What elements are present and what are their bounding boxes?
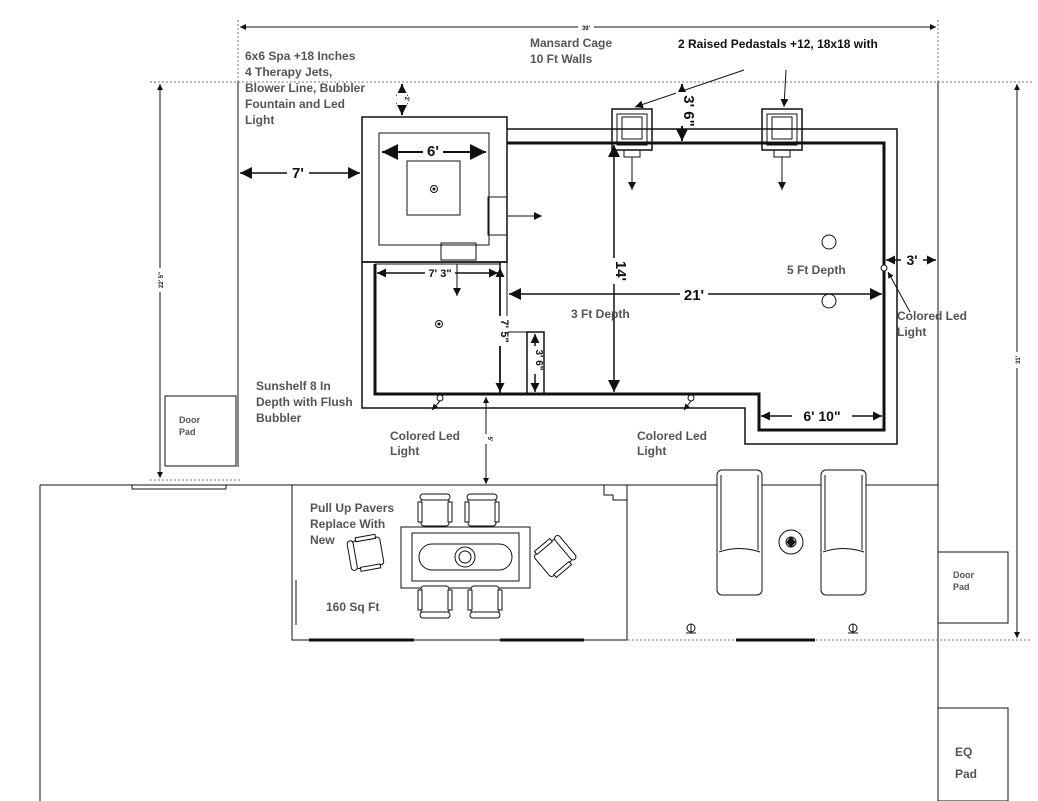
depth-5-label: 5 Ft Depth	[787, 263, 846, 277]
spa-setback-dimension: 7'	[240, 163, 360, 182]
door-pad-right-line1: Door	[953, 570, 974, 580]
step-length-label: 3' 6"	[533, 349, 544, 370]
right-height-label: 31'	[1016, 355, 1022, 364]
door-pad-left-line1: Door	[179, 415, 200, 425]
side-table	[778, 529, 804, 555]
pedestal-gap-dimension: 3' 6"	[676, 84, 700, 141]
led-right-leader	[887, 271, 911, 313]
led-right-label-line2: Light	[897, 325, 926, 339]
led-left-leader	[431, 400, 441, 411]
pavers-label-line2: Replace With	[310, 517, 385, 531]
chair-bottom-left	[417, 585, 453, 619]
sunshelf-length-label: 7' 5"	[498, 319, 510, 342]
patio-gap-label: 5'	[486, 437, 492, 442]
right-setback-label: 3'	[906, 252, 917, 268]
sunshelf-label-line2: Depth with Flush	[256, 395, 353, 409]
left-height-dimension: 22' 5"	[155, 84, 165, 478]
led-mid-label: Colored Led Light	[637, 429, 707, 458]
notch-width-label: 6' 10"	[803, 408, 840, 424]
door-pad-right: Door Pad	[937, 551, 1009, 624]
eq-pad-line1: EQ	[955, 745, 972, 759]
left-height-label: 22' 5"	[159, 272, 165, 288]
cage-label-line1: Mansard Cage	[530, 36, 612, 50]
chair-top-left	[417, 493, 453, 527]
door-pad-left-line2: Pad	[179, 427, 196, 437]
sunshelf-width-label: 7' 3"	[428, 268, 451, 280]
led-left-label-line1: Colored Led	[390, 429, 460, 443]
led-left-label: Colored Led Light	[390, 429, 460, 458]
led-right-label: Colored Led Light	[897, 309, 967, 339]
spa-top-gap-label: 2'	[403, 97, 409, 102]
spa-label-line1: 6x6 Spa +18 Inches	[245, 49, 356, 63]
spa	[361, 116, 542, 263]
right-height-dimension: 31'	[1012, 84, 1022, 638]
eq-pad-line2: Pad	[955, 767, 977, 781]
sunshelf-width-dimension: 7' 3"	[377, 266, 498, 280]
eq-pad: EQ Pad	[937, 707, 1009, 801]
pedestal-gap-label: 3' 6"	[680, 95, 697, 127]
spa-label-line3: Blower Line, Bubbler	[245, 81, 365, 95]
spa-label: 6x6 Spa +18 Inches 4 Therapy Jets, Blowe…	[245, 49, 365, 127]
spa-label-line4: Fountain and Led	[245, 97, 345, 111]
sunshelf-label: Sunshelf 8 In Depth with Flush Bubbler	[256, 379, 353, 425]
overall-width-dimension: 39'	[240, 23, 936, 32]
step-length-dimension: 3' 6"	[528, 334, 544, 392]
pavers-label: Pull Up Pavers Replace With New	[310, 501, 394, 547]
pool-width-dimension: 14'	[606, 145, 629, 392]
led-right-label-line1: Colored Led	[897, 309, 967, 323]
chair-top-right	[464, 493, 500, 527]
pedestal-leader-right	[780, 69, 789, 108]
spa-label-line2: 4 Therapy Jets,	[245, 65, 332, 79]
notch-width-dimension: 6' 10"	[761, 407, 882, 425]
sunshelf-length-dimension: 7' 5"	[492, 268, 510, 392]
cage-label-line2: 10 Ft Walls	[530, 52, 593, 66]
chair-left	[346, 533, 385, 572]
lounge-chairs	[716, 469, 867, 596]
pedestal-right	[761, 108, 803, 190]
door-pad-left: Door Pad	[164, 395, 237, 467]
patio-pavers	[291, 484, 815, 642]
led-left-label-line2: Light	[390, 444, 419, 458]
pedestals-label: 2 Raised Pedastals +12, 18x18 with	[678, 37, 878, 51]
chair-bottom-right	[467, 585, 503, 619]
patio-gap-dimension: 5'	[481, 397, 492, 484]
cage-label: Mansard Cage 10 Ft Walls	[530, 36, 612, 66]
pedestal-leader-left	[634, 69, 745, 109]
property-boundaries	[39, 20, 1032, 801]
spa-width-dimension: 6'	[382, 141, 486, 160]
outlets	[686, 623, 858, 634]
led-mid-label-line1: Colored Led	[637, 429, 707, 443]
pavers-label-line3: New	[310, 533, 335, 547]
door-pad-right-line2: Pad	[953, 582, 970, 592]
pavers-label-line1: Pull Up Pavers	[310, 501, 394, 515]
spa-width-label: 6'	[427, 143, 439, 160]
pool-length-label: 21'	[684, 287, 704, 304]
area-sqft-label: 160 Sq Ft	[326, 600, 379, 614]
led-mid-leader	[683, 400, 692, 411]
spa-top-gap-dimension: 2'	[396, 84, 409, 115]
sunshelf-label-line1: Sunshelf 8 In	[256, 379, 331, 393]
lounger-left	[716, 469, 763, 596]
depth-3-label: 3 Ft Depth	[571, 307, 630, 321]
led-mid-label-line2: Light	[637, 444, 666, 458]
pool-outline	[361, 128, 898, 445]
pool-length-dimension: 21'	[509, 284, 882, 304]
pedestal-left	[611, 108, 653, 190]
lounger-right	[820, 469, 867, 596]
spa-label-line5: Light	[245, 113, 274, 127]
led-light-markers	[436, 264, 888, 402]
spa-setback-label: 7'	[292, 165, 304, 182]
dining-table	[400, 526, 531, 589]
pool-width-label: 14'	[612, 261, 629, 281]
chair-right	[533, 535, 577, 579]
overall-width-label: 39'	[582, 26, 591, 32]
sunshelf-label-line3: Bubbler	[256, 411, 302, 425]
chairs	[346, 493, 577, 619]
right-setback-dimension: 3'	[886, 251, 936, 268]
